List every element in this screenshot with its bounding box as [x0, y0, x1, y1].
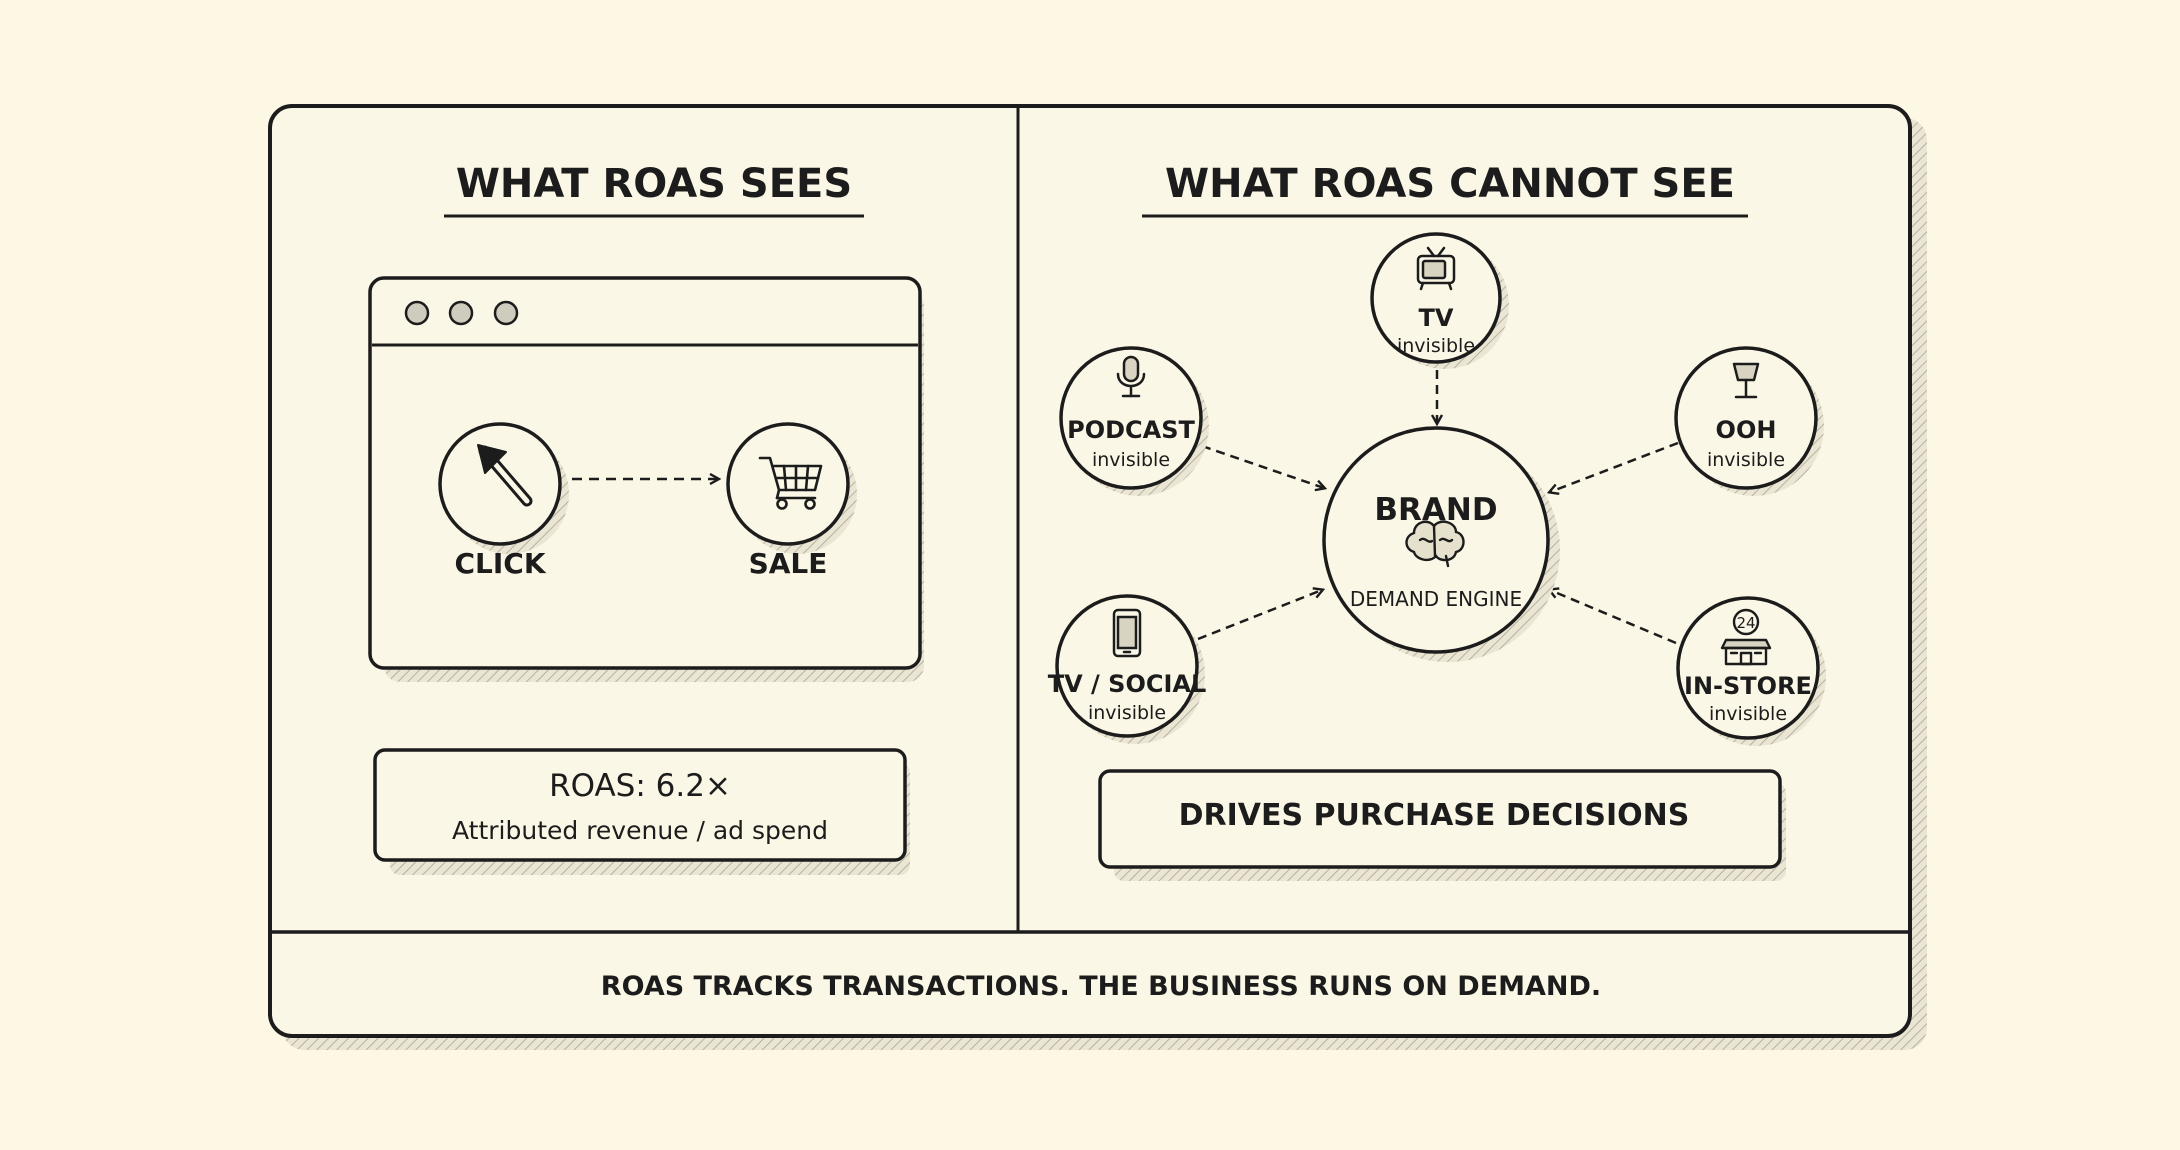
ooh-to-brand-arrow: [1550, 441, 1679, 492]
left-panel-title: WHAT ROAS SEES: [456, 161, 852, 207]
window-dot-icon: [404, 300, 430, 326]
channel-status: invisible: [1707, 449, 1785, 471]
channel-ooh: OOH invisible: [1674, 346, 1824, 496]
brand-hub: BRAND DEMAND ENGINE: [1322, 426, 1560, 662]
right-panel-title: WHAT ROAS CANNOT SEE: [1165, 161, 1735, 207]
channel-in-store: 24 IN-STORE invisible: [1676, 596, 1826, 746]
outcome-card: DRIVES PURCHASE DECISIONS: [1098, 769, 1786, 881]
footer-tagline: ROAS TRACKS TRANSACTIONS. THE BUSINESS R…: [601, 971, 1601, 1002]
click-label: CLICK: [454, 547, 546, 580]
channel-tv-social: TV / SOCIAL invisible: [1048, 594, 1207, 744]
roas-metric-card: ROAS: 6.2× Attributed revenue / ad spend: [373, 748, 910, 875]
browser-window: [368, 276, 924, 682]
window-dot-icon: [448, 300, 474, 326]
channel-podcast: PODCAST invisible: [1059, 346, 1209, 496]
channel-status: invisible: [1709, 703, 1787, 725]
channel-tv: TV invisible: [1370, 232, 1509, 369]
channel-status: invisible: [1088, 702, 1166, 724]
roas-caption: Attributed revenue / ad spend: [452, 816, 828, 845]
roas-value: ROAS: 6.2×: [549, 768, 731, 804]
channel-label: TV: [1419, 304, 1454, 332]
store-icon: 24: [1720, 608, 1772, 666]
smartphone-icon: [1112, 608, 1142, 658]
window-dot-icon: [493, 300, 519, 326]
podcast-to-brand-arrow: [1201, 444, 1324, 488]
channel-label: PODCAST: [1067, 416, 1195, 444]
sale-label: SALE: [749, 547, 828, 580]
channel-status: invisible: [1092, 449, 1170, 471]
right-panel: WHAT ROAS CANNOT SEE BRAND DEMAND ENGINE: [1048, 161, 1826, 881]
sale-node: SALE: [726, 422, 857, 580]
left-panel: WHAT ROAS SEES CLICK: [368, 161, 924, 875]
channel-label: OOH: [1716, 416, 1777, 444]
click-node: CLICK: [438, 422, 569, 580]
microphone-icon: [1116, 355, 1146, 398]
outcome-text: DRIVES PURCHASE DECISIONS: [1179, 798, 1690, 833]
social-to-brand-arrow: [1197, 590, 1322, 641]
channel-label: TV / SOCIAL: [1048, 670, 1207, 698]
shopping-cart-icon: [758, 456, 823, 510]
cursor-arrow-icon: [477, 444, 533, 507]
tv-icon: [1416, 246, 1456, 291]
brain-icon: [1405, 520, 1465, 568]
store-hours-badge: 24: [1736, 614, 1755, 632]
brand-title: BRAND: [1374, 492, 1497, 528]
billboard-icon: [1732, 362, 1760, 399]
instore-to-brand-arrow: [1550, 590, 1677, 645]
brand-subtitle: DEMAND ENGINE: [1350, 587, 1522, 611]
channel-status: invisible: [1397, 335, 1475, 357]
channel-label: IN-STORE: [1684, 672, 1812, 700]
